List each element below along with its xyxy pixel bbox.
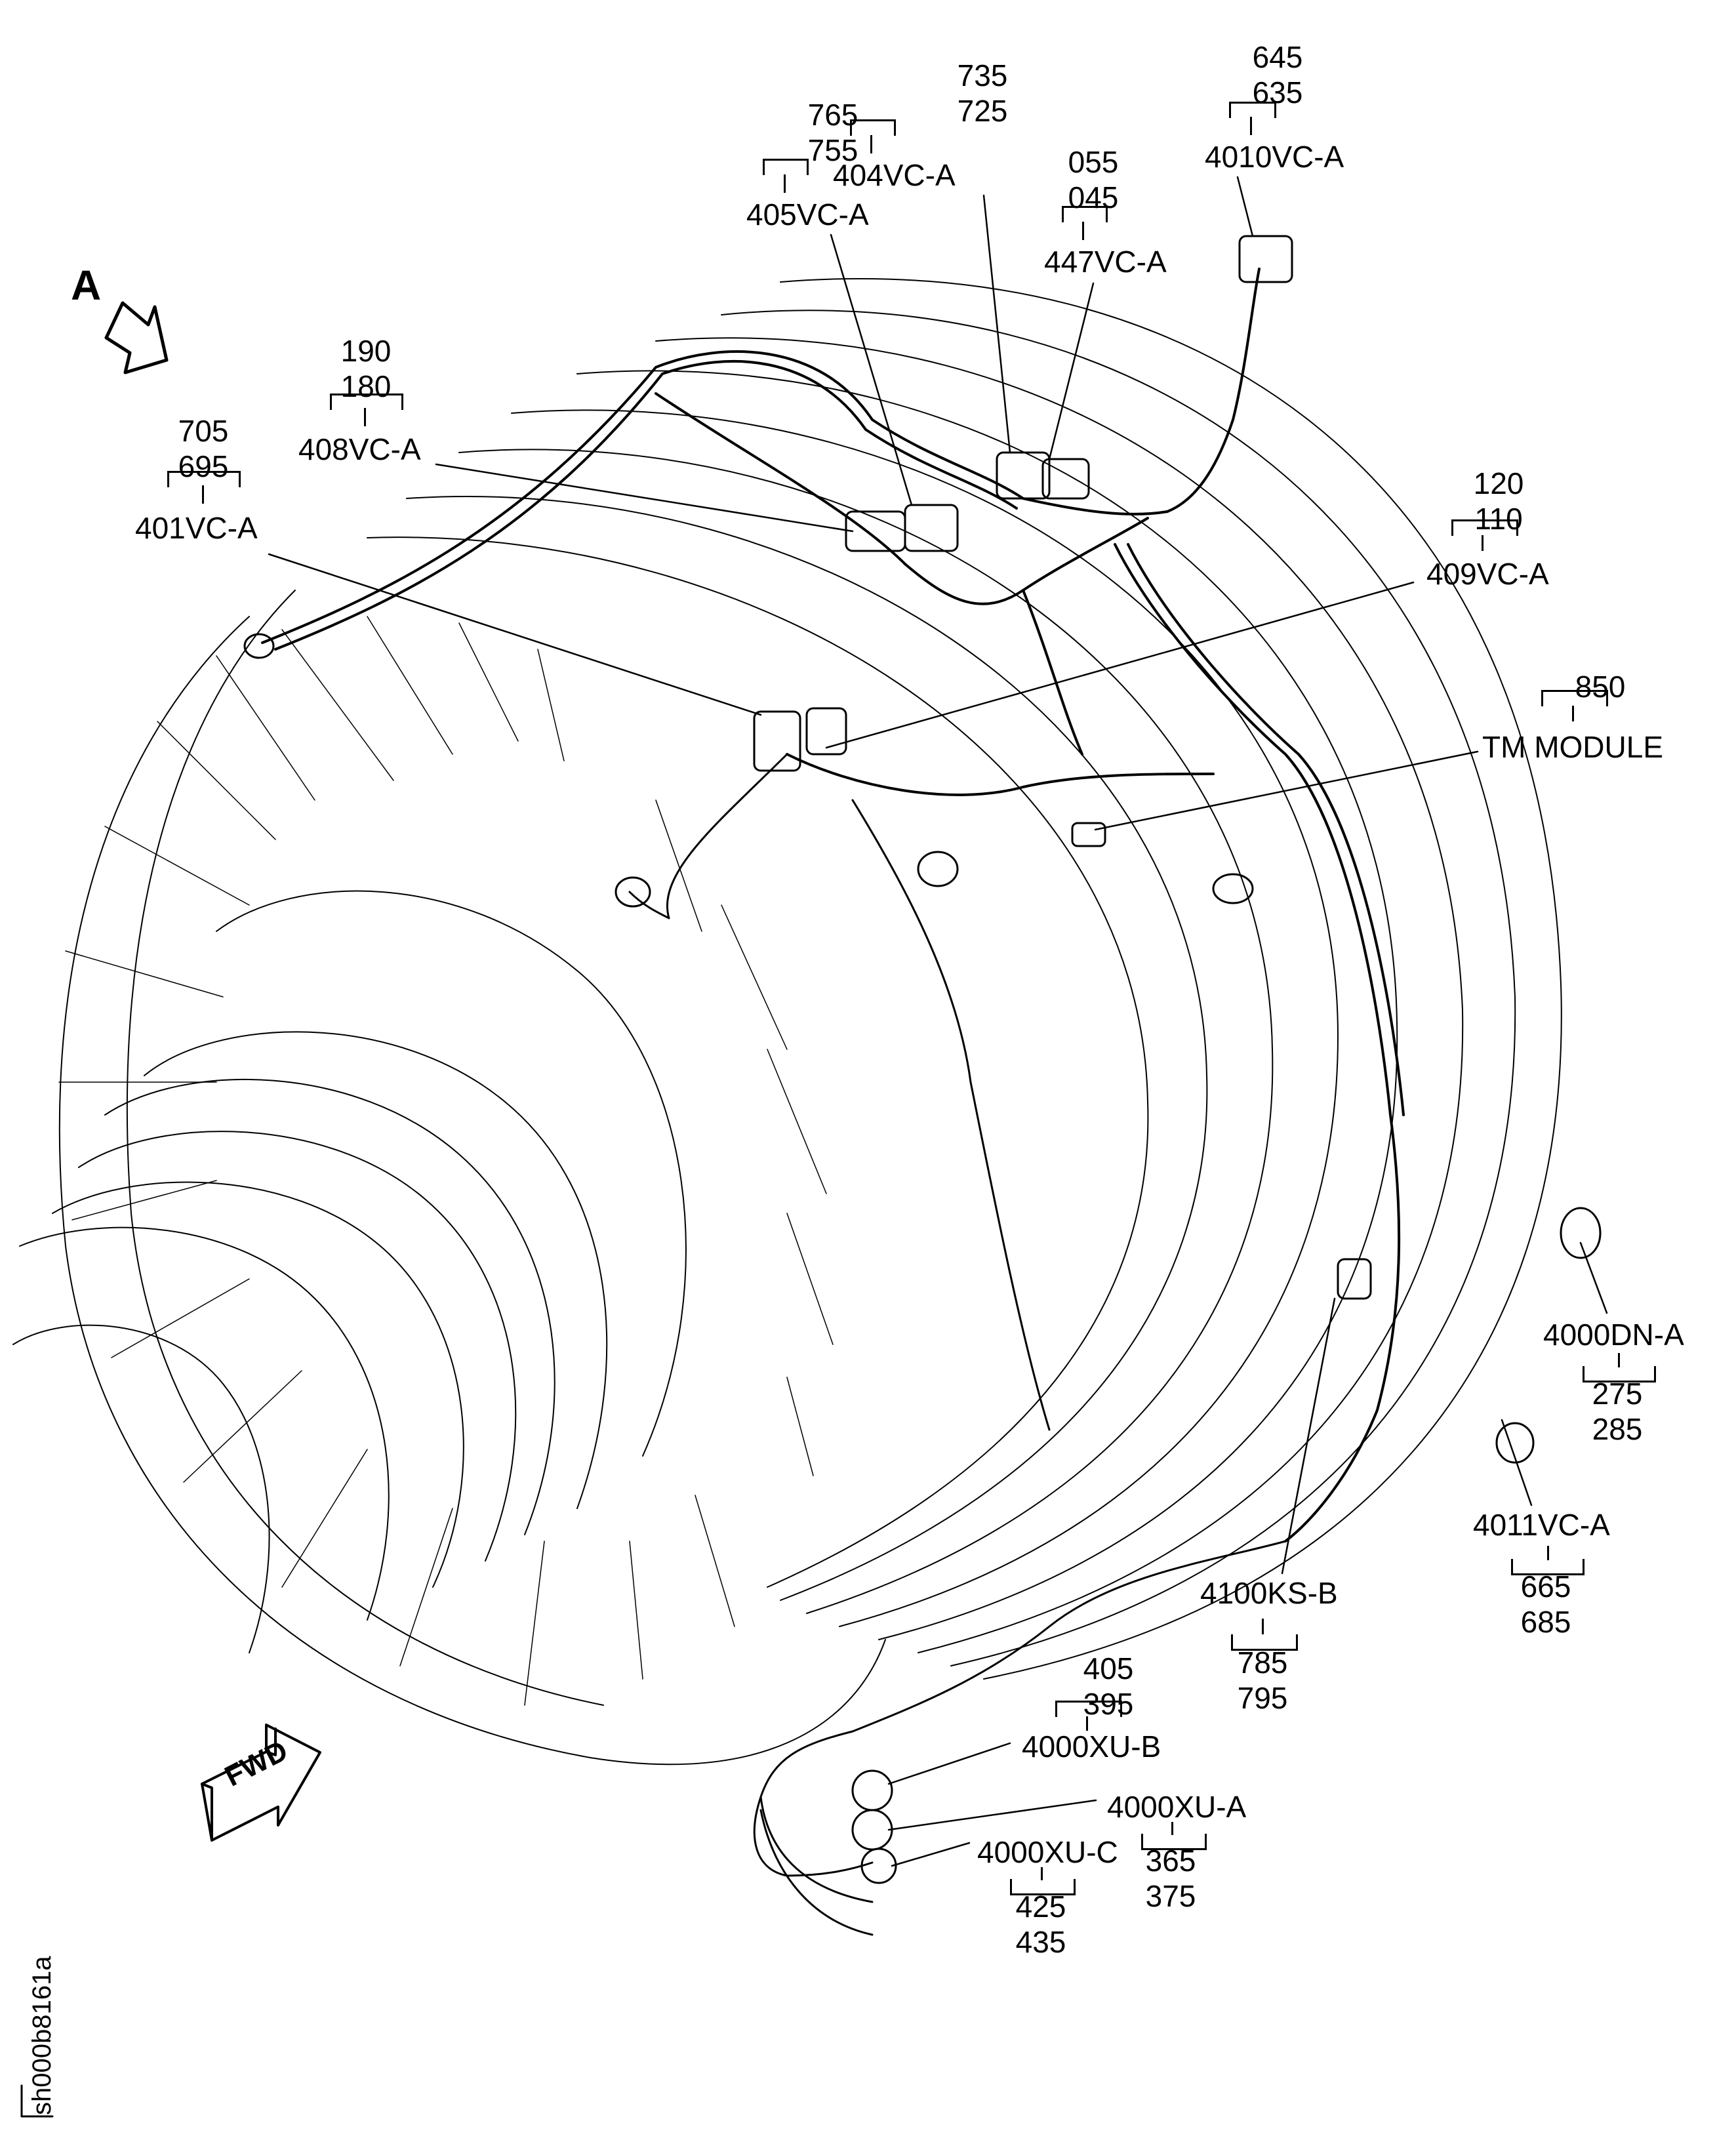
callout-label: 404VC-A xyxy=(833,158,956,192)
leader-tm-module xyxy=(1094,750,1479,831)
callout-label: 4000DN-A xyxy=(1543,1318,1684,1352)
item-number: 375 xyxy=(1145,1879,1196,1913)
item-number: 395 xyxy=(1083,1687,1134,1721)
connector-405VC-A xyxy=(904,504,959,552)
connector-4011VC-A xyxy=(1495,1422,1535,1464)
upper-harness xyxy=(261,268,1405,1543)
callout-label: 408VC-A xyxy=(298,432,421,466)
callout-label: 409VC-A xyxy=(1426,557,1549,591)
callout-label: 405VC-A xyxy=(746,197,869,232)
view-arrow-icon xyxy=(104,301,169,374)
leader-408VC-A xyxy=(435,463,854,533)
item-number: 725 xyxy=(957,94,1008,128)
figure-id: sh000b8161a xyxy=(28,1956,56,2115)
leader-4000DN-A xyxy=(1579,1242,1608,1314)
callout-label: 4010VC-A xyxy=(1205,140,1344,174)
item-number: 055 xyxy=(1068,145,1119,179)
item-number: 705 xyxy=(178,414,229,448)
leader-lines xyxy=(268,176,1608,1867)
connector-misc-1 xyxy=(615,876,651,908)
leader-409VC-A xyxy=(825,581,1415,749)
figure-id-bracket xyxy=(20,2084,54,2118)
leader-447VC-A xyxy=(1048,282,1095,460)
item-number: 685 xyxy=(1520,1605,1571,1639)
item-number: 110 xyxy=(1474,502,1523,536)
callout-label: 4000XU-A xyxy=(1107,1790,1247,1824)
item-number: 425 xyxy=(1015,1889,1066,1924)
callout-label: TM MODULE xyxy=(1482,730,1663,764)
item-number: 045 xyxy=(1068,180,1119,214)
item-number: 435 xyxy=(1015,1925,1066,1959)
leader-4100KS-B xyxy=(1281,1297,1336,1575)
item-number: 645 xyxy=(1252,40,1303,74)
item-number: 665 xyxy=(1520,1569,1571,1604)
item-number: 275 xyxy=(1592,1377,1643,1411)
fan-blades xyxy=(58,616,834,1706)
connector-4000XU-B xyxy=(851,1769,893,1811)
callout-label: 401VC-A xyxy=(135,511,258,545)
item-number: 850 xyxy=(1575,670,1626,704)
forward-arrow-icon xyxy=(201,1724,321,1842)
connector-447VC-A xyxy=(1041,458,1090,500)
callout-label: 4100KS-B xyxy=(1200,1576,1338,1610)
connector-4000XU-A xyxy=(851,1809,893,1851)
engine-casing xyxy=(367,277,1562,1680)
connector-409VC-A xyxy=(805,707,847,756)
connector-4010VC-A xyxy=(1238,235,1293,283)
callout-label: 447VC-A xyxy=(1044,245,1167,279)
lower-harness xyxy=(753,1540,1287,1936)
leader-4000XU-B xyxy=(887,1742,1011,1785)
item-number: 795 xyxy=(1237,1681,1288,1715)
item-number: 735 xyxy=(957,58,1008,92)
connector-404VC-A xyxy=(996,451,1051,500)
leader-401VC-A xyxy=(268,553,762,716)
connector-4100KS-B xyxy=(1337,1258,1372,1300)
connector-tm-module xyxy=(1071,822,1106,847)
view-label: A xyxy=(71,262,102,309)
connector-misc-2 xyxy=(917,851,959,887)
callout-label: 4000XU-C xyxy=(977,1835,1118,1869)
callout-label: 4011VC-A xyxy=(1473,1508,1610,1542)
left-harness-branch xyxy=(628,753,1051,1431)
connector-misc-3 xyxy=(1212,873,1254,904)
connector-401VC-A xyxy=(753,710,801,772)
item-number: 365 xyxy=(1145,1844,1196,1878)
item-number: 765 xyxy=(807,98,858,132)
fan-hub xyxy=(12,890,687,1653)
leader-4010VC-A xyxy=(1236,176,1254,237)
item-number: 190 xyxy=(340,334,392,368)
fan-face xyxy=(58,590,886,1766)
leader-404VC-A xyxy=(982,194,1011,454)
item-number: 695 xyxy=(178,449,229,483)
leader-4000XU-A xyxy=(887,1799,1097,1831)
connector-4000DN-A xyxy=(1560,1207,1602,1259)
leader-4011VC-A xyxy=(1501,1419,1533,1506)
item-number: 405 xyxy=(1083,1651,1134,1686)
item-number: 755 xyxy=(807,133,858,167)
item-number: 285 xyxy=(1592,1412,1643,1446)
item-number: 180 xyxy=(340,369,392,403)
connector-401VC-A-pigtail xyxy=(243,633,275,659)
connector-4000XU-C xyxy=(860,1847,897,1884)
item-number: 120 xyxy=(1473,466,1524,500)
item-number: 635 xyxy=(1252,75,1303,110)
leader-4000XU-C xyxy=(891,1842,971,1867)
callout-label: 4000XU-B xyxy=(1022,1729,1161,1764)
item-number: 785 xyxy=(1237,1645,1288,1680)
leader-405VC-A xyxy=(830,233,913,506)
